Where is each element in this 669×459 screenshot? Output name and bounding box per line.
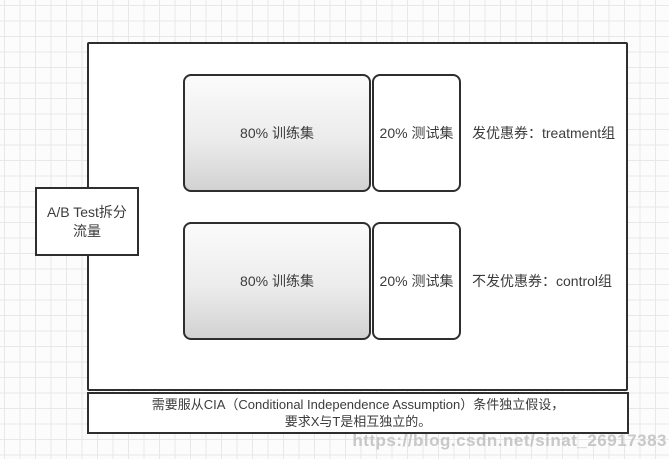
ab-test-split-box: A/B Test拆分 流量 xyxy=(35,187,139,256)
flow-box-line1: A/B Test拆分 xyxy=(47,203,127,220)
treatment-row: 80% 训练集 20% 测试集 发优惠券：treatment组 xyxy=(183,74,615,192)
treatment-group-label: 发优惠券：treatment组 xyxy=(472,125,616,141)
control-train-label: 80% 训练集 xyxy=(240,273,314,289)
control-test-label: 20% 测试集 xyxy=(379,273,454,289)
treatment-train-label: 80% 训练集 xyxy=(240,125,314,141)
treatment-test-label: 20% 测试集 xyxy=(379,125,454,141)
cia-note-line2: 要求X与T是相互独立的。 xyxy=(284,414,432,429)
csdn-watermark: https://blog.csdn.net/sinat_26917383 xyxy=(352,431,667,450)
flow-box-line2: 流量 xyxy=(73,222,101,239)
treatment-train-box: 80% 训练集 xyxy=(183,74,371,192)
treatment-test-box: 20% 测试集 xyxy=(372,74,461,192)
cia-note-line1: 需要服从CIA（Conditional Independence Assumpt… xyxy=(151,397,565,412)
control-test-box: 20% 测试集 xyxy=(372,222,461,340)
cia-note-box: 需要服从CIA（Conditional Independence Assumpt… xyxy=(87,392,629,434)
control-train-box: 80% 训练集 xyxy=(183,222,371,340)
control-row: 80% 训练集 20% 测试集 不发优惠券：control组 xyxy=(183,222,612,340)
control-group-label: 不发优惠券：control组 xyxy=(472,273,613,289)
